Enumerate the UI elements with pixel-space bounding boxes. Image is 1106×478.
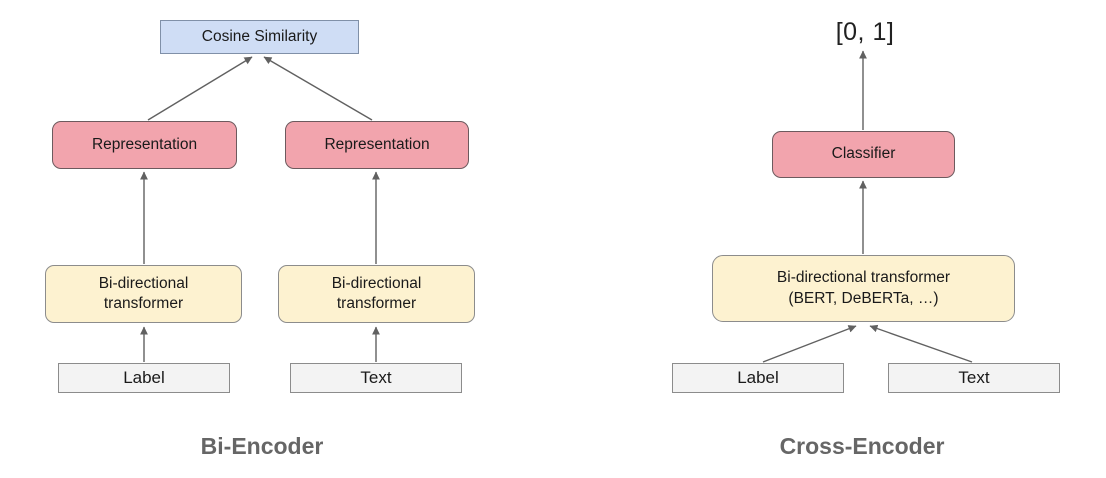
edge-text-right-to-cross-transformer xyxy=(869,324,973,363)
text-right-text: Text xyxy=(958,367,990,387)
label-right-text: Label xyxy=(737,367,779,387)
edge-representation-left-to-cosine xyxy=(147,56,253,121)
representation-right-node: Representation xyxy=(285,121,469,169)
text-right-node: Text xyxy=(888,363,1060,393)
transformer-left-node: Bi-directional transformer xyxy=(45,265,242,323)
cross-transformer-line2: (BERT, DeBERTa, …) xyxy=(788,289,939,307)
cosine-similarity-label: Cosine Similarity xyxy=(201,27,318,45)
representation-left-node: Representation xyxy=(52,121,237,169)
output-range-label: [0, 1] xyxy=(835,18,895,46)
edge-label-right-to-cross-transformer xyxy=(762,325,857,363)
label-right-node: Label xyxy=(672,363,844,393)
representation-right-label: Representation xyxy=(324,135,430,153)
transformer-left-line2: transformer xyxy=(103,295,184,312)
cross-encoder-title: Cross-Encoder xyxy=(779,433,945,459)
edge-representation-right-to-cosine xyxy=(263,56,373,121)
transformer-right-line1: Bi-directional xyxy=(331,274,422,292)
label-left-node: Label xyxy=(58,363,230,393)
label-left-text: Label xyxy=(123,367,165,387)
text-left-node: Text xyxy=(290,363,462,393)
cross-transformer-node: Bi-directional transformer (BERT, DeBERT… xyxy=(712,255,1015,322)
transformer-right-node: Bi-directional transformer xyxy=(278,265,475,323)
transformer-right-line2: transformer xyxy=(336,295,417,312)
cosine-similarity-node: Cosine Similarity xyxy=(160,20,359,54)
classifier-node: Classifier xyxy=(772,131,955,178)
representation-left-label: Representation xyxy=(91,135,198,153)
bi-encoder-title: Bi-Encoder xyxy=(200,433,324,459)
cross-transformer-line1: Bi-directional transformer xyxy=(776,269,951,287)
transformer-left-line1: Bi-directional xyxy=(98,274,189,292)
classifier-label: Classifier xyxy=(831,145,896,163)
text-left-text: Text xyxy=(360,367,392,387)
